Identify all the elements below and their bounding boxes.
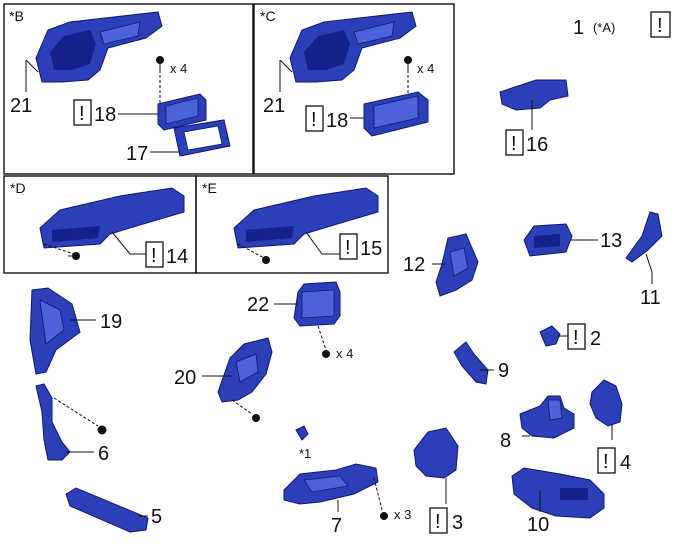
screw-qty-c: x 4 xyxy=(417,61,434,76)
callout-14: 14 xyxy=(166,246,188,268)
screw-icon-c xyxy=(404,56,412,70)
part-19 xyxy=(29,287,81,375)
alert-box-15 xyxy=(339,233,358,260)
screw-icon-b xyxy=(156,56,164,70)
title-alert-box xyxy=(650,11,671,38)
part-12 xyxy=(435,233,479,297)
part-21-b xyxy=(35,11,163,83)
screw-icon-7 xyxy=(380,512,388,520)
group-c-label: *C xyxy=(260,8,276,24)
alert-box-3 xyxy=(429,507,448,534)
callout-22: 22 xyxy=(247,294,269,316)
screw-icon-20 xyxy=(252,414,260,422)
callout-16: 16 xyxy=(526,134,548,156)
part-13 xyxy=(523,223,573,257)
alert-box-14 xyxy=(145,241,164,268)
alert-mark-18-c: ! xyxy=(311,109,317,131)
screw-qty-22: x 4 xyxy=(336,346,353,361)
callout-10: 10 xyxy=(527,514,549,536)
alert-box-18-c xyxy=(305,105,324,132)
screw-qty-7: x 3 xyxy=(394,507,411,522)
callout-12: 12 xyxy=(403,254,425,276)
part-8 xyxy=(519,395,575,439)
callout-7: 7 xyxy=(331,515,342,537)
screw-icon-22 xyxy=(322,350,330,358)
screw-icon-d xyxy=(68,252,80,260)
callout-3: 3 xyxy=(452,512,463,534)
group-e-label: *E xyxy=(202,180,217,196)
part-10 xyxy=(511,467,605,519)
group-b-label: *B xyxy=(9,8,24,24)
alert-mark-4: ! xyxy=(603,451,609,473)
part-2 xyxy=(539,325,561,347)
callout-18-b: 18 xyxy=(94,104,116,126)
alert-box-18-b xyxy=(73,99,92,126)
screw-qty-b: x 4 xyxy=(170,61,187,76)
part-4 xyxy=(589,379,623,427)
callout-15: 15 xyxy=(360,238,382,260)
part-14 xyxy=(39,187,185,249)
title-alert-mark: ! xyxy=(657,15,663,37)
part-17-b xyxy=(173,119,231,157)
alert-mark-16: ! xyxy=(511,133,517,155)
screw-icon-e xyxy=(262,256,270,264)
part-22 xyxy=(293,281,341,327)
group-e-frame xyxy=(195,175,389,274)
group-b: *B 21 x 4 ! 18 17 xyxy=(3,3,254,175)
part-11 xyxy=(625,211,663,263)
group-d-label: *D xyxy=(10,180,26,196)
callout-21-b: 21 xyxy=(10,95,32,117)
title-callout: 1 (*A) ! xyxy=(573,11,671,39)
group-b-frame xyxy=(3,3,254,175)
part-21-c xyxy=(289,11,417,83)
screw-icon-6 xyxy=(97,425,107,435)
alert-mark-15: ! xyxy=(345,237,351,259)
callout-13: 13 xyxy=(600,230,622,252)
callout-4: 4 xyxy=(620,452,631,474)
part-3 xyxy=(413,427,459,479)
part-16 xyxy=(499,79,569,111)
part-15 xyxy=(233,187,379,249)
group-e: *E ! 15 xyxy=(195,175,389,274)
alert-box-4 xyxy=(597,447,616,474)
part-6 xyxy=(35,383,71,461)
alert-mark-2: ! xyxy=(573,327,579,349)
title-number: 1 xyxy=(573,17,584,39)
group-c-frame xyxy=(253,3,455,175)
alert-mark-18-b: ! xyxy=(79,103,85,125)
alert-box-16 xyxy=(505,129,524,156)
title-note: (*A) xyxy=(593,20,615,35)
callout-18-c: 18 xyxy=(326,110,348,132)
alert-box-2 xyxy=(567,323,586,350)
callout-11: 11 xyxy=(640,287,661,309)
group-d: *D ! 14 xyxy=(3,175,197,274)
callout-9: 9 xyxy=(498,360,509,382)
callout-17-b: 17 xyxy=(126,143,148,165)
callout-21-c: 21 xyxy=(263,95,285,117)
part-20 xyxy=(217,337,273,403)
callout-8: 8 xyxy=(500,430,511,452)
callout-7-note: *1 xyxy=(299,446,311,461)
callout-6: 6 xyxy=(98,443,109,465)
alert-mark-14: ! xyxy=(151,245,157,267)
part-18-c xyxy=(363,91,429,137)
callout-19: 19 xyxy=(100,311,122,333)
group-c: *C 21 x 4 ! 18 xyxy=(253,3,455,175)
part-star1 xyxy=(295,425,309,441)
alert-mark-3: ! xyxy=(435,511,441,533)
callout-2: 2 xyxy=(590,328,601,350)
part-9 xyxy=(453,341,489,385)
part-5 xyxy=(65,487,149,533)
part-18-b xyxy=(157,93,207,131)
callout-20: 20 xyxy=(174,367,196,389)
part-7 xyxy=(283,463,379,505)
callout-5: 5 xyxy=(151,506,162,528)
